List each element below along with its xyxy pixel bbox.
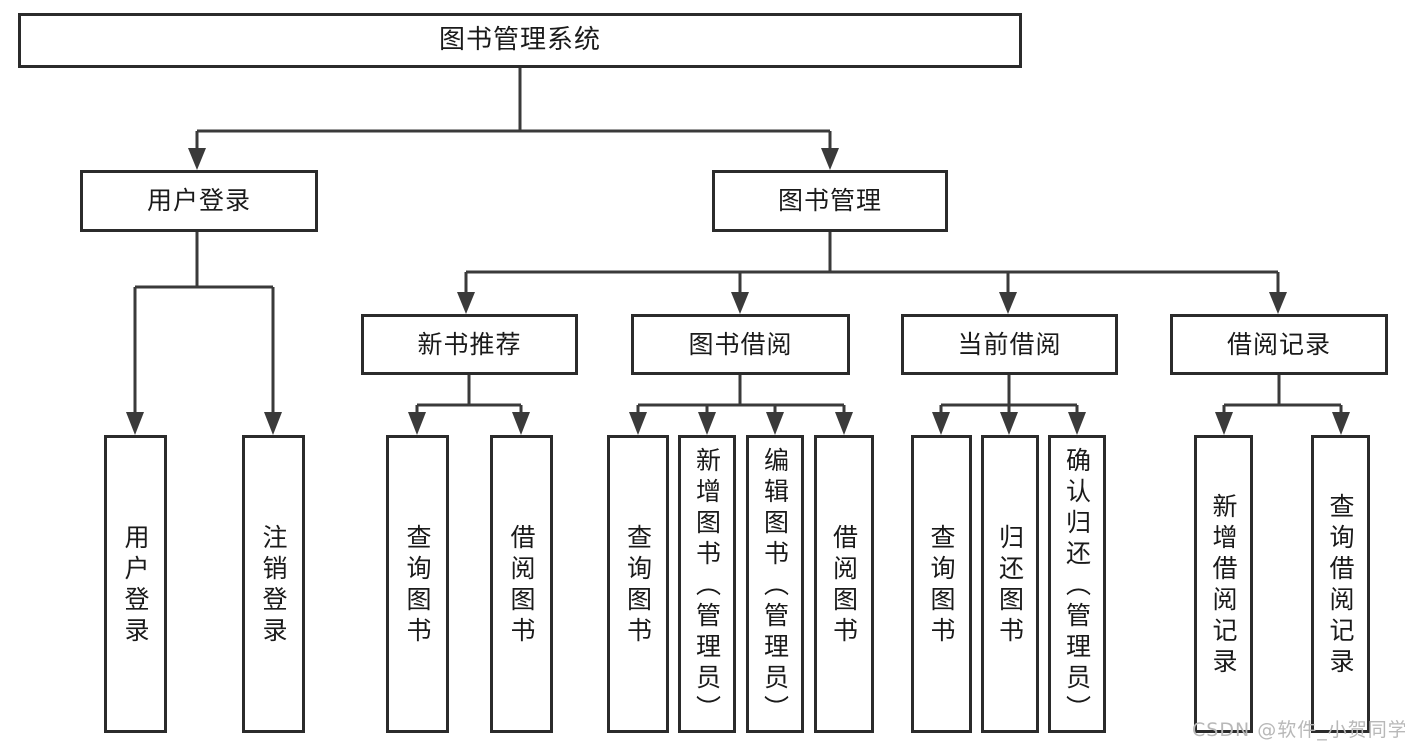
node-label: 用户登录 <box>146 186 251 216</box>
leaf-current-borrow-confirm-return-admin[interactable]: 确认归还（管理员） <box>1048 435 1106 733</box>
node-label: 图书管理 <box>777 186 882 216</box>
node-label: 编辑图书（管理员） <box>760 446 790 726</box>
node-book-borrow[interactable]: 图书借阅 <box>631 314 850 375</box>
leaf-current-borrow-query-books[interactable]: 查询图书 <box>911 435 972 733</box>
node-label: 查询借阅记录 <box>1326 493 1355 679</box>
leaf-borrow-record-query-record[interactable]: 查询借阅记录 <box>1311 435 1370 733</box>
node-label: 用户登录 <box>121 524 150 648</box>
node-user-login[interactable]: 用户登录 <box>80 170 318 232</box>
node-label: 注销登录 <box>259 524 288 648</box>
node-label: 借阅图书 <box>507 524 536 648</box>
leaf-book-borrow-edit-book-admin[interactable]: 编辑图书（管理员） <box>746 435 804 733</box>
node-label: 新书推荐 <box>417 329 522 359</box>
node-label: 图书管理系统 <box>438 25 601 56</box>
node-label: 借阅图书 <box>829 524 859 648</box>
node-current-borrow[interactable]: 当前借阅 <box>901 314 1118 375</box>
leaf-new-book-borrow-books[interactable]: 借阅图书 <box>490 435 553 733</box>
node-label: 当前借阅 <box>957 329 1062 359</box>
node-new-book-recommendation[interactable]: 新书推荐 <box>361 314 578 375</box>
leaf-user-login-logout[interactable]: 注销登录 <box>242 435 305 733</box>
leaf-borrow-record-add-record[interactable]: 新增借阅记录 <box>1194 435 1253 733</box>
node-label: 查询图书 <box>927 524 956 648</box>
node-label: 归还图书 <box>995 524 1025 648</box>
leaf-book-borrow-query-books[interactable]: 查询图书 <box>607 435 669 733</box>
node-label: 确认归还（管理员） <box>1062 446 1092 726</box>
node-label: 新增图书（管理员） <box>692 446 722 726</box>
node-label: 查询图书 <box>623 524 653 648</box>
node-borrow-record[interactable]: 借阅记录 <box>1170 314 1388 375</box>
node-root-library-management-system[interactable]: 图书管理系统 <box>18 13 1022 68</box>
leaf-new-book-query-books[interactable]: 查询图书 <box>386 435 449 733</box>
node-book-management[interactable]: 图书管理 <box>712 170 948 232</box>
node-label: 查询图书 <box>403 524 432 648</box>
leaf-current-borrow-return-books[interactable]: 归还图书 <box>981 435 1039 733</box>
leaf-book-borrow-borrow-books[interactable]: 借阅图书 <box>814 435 874 733</box>
leaf-user-login-login[interactable]: 用户登录 <box>104 435 167 733</box>
node-label: 借阅记录 <box>1226 329 1331 359</box>
leaf-book-borrow-add-book-admin[interactable]: 新增图书（管理员） <box>678 435 736 733</box>
node-label: 新增借阅记录 <box>1209 493 1238 679</box>
node-label: 图书借阅 <box>688 329 793 359</box>
csdn-watermark: CSDN @软件_小贺同学 <box>1192 719 1405 741</box>
